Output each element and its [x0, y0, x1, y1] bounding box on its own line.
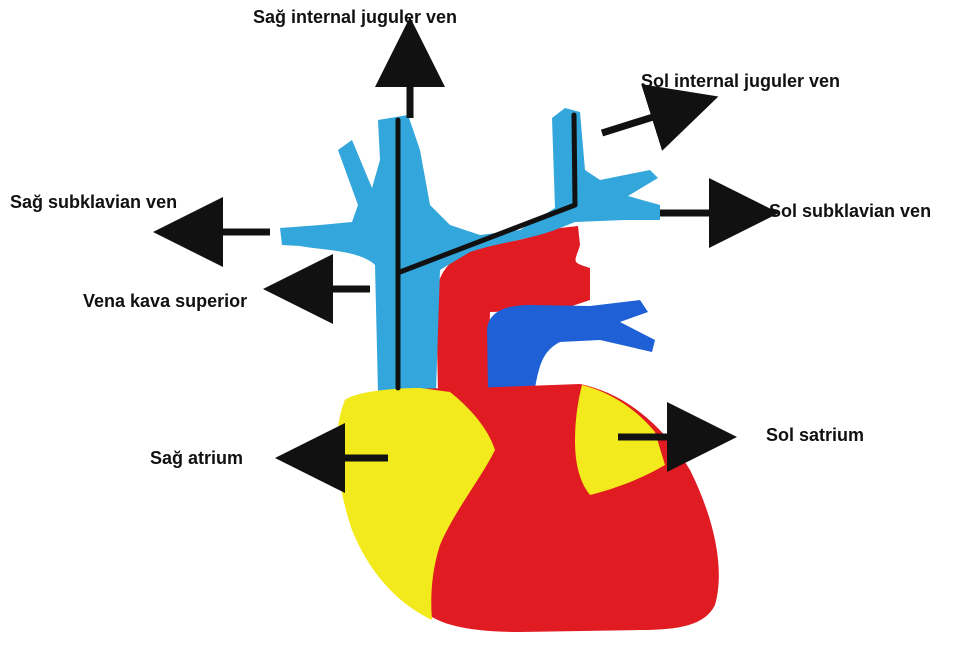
pulmonary-veins [487, 300, 655, 388]
label-sag-atrium: Sağ atrium [150, 449, 243, 467]
label-sag-internal-juguler-ven: Sağ internal juguler ven [253, 8, 457, 26]
arrow-icon [602, 107, 685, 133]
label-sol-subklavian-ven: Sol subklavian ven [769, 202, 931, 220]
label-sag-subklavian-ven: Sağ subklavian ven [10, 193, 177, 211]
label-sol-atrium: Sol satrium [766, 426, 864, 444]
label-vena-kava-superior: Vena kava superior [83, 292, 247, 310]
label-sol-internal-juguler-ven: Sol internal juguler ven [641, 72, 840, 90]
